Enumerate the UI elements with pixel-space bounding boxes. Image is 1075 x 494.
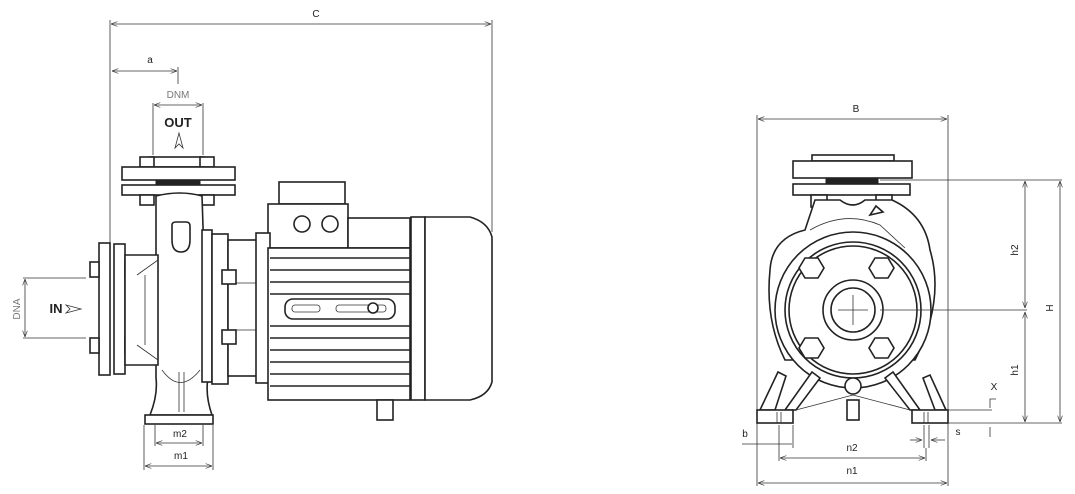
pump-volute-body [144,192,214,425]
dimension-c: C [109,9,493,248]
dim-label-m2: m2 [173,429,187,440]
dimension-h2: h2 [1010,181,1025,308]
dimension-m1: m1 [143,425,214,470]
rotation-arrow-icon [868,204,885,217]
dimension-b-offset: b [742,425,794,448]
dimension-a: a [112,55,179,84]
dim-label-s: s [956,427,961,438]
dimension-n1: n1 [756,425,949,486]
dimension-h-total: H [1045,181,1060,422]
dim-label-dnm: DNM [167,90,190,101]
inlet-label: IN [50,301,63,316]
dim-label-a: a [147,55,153,66]
pump-casing-front [756,199,949,424]
dim-label-x: X [991,382,998,393]
dimension-n2: n2 [778,425,927,461]
dim-label-n2: n2 [846,443,858,454]
side-view: C a DNM OUT [12,9,493,470]
dimension-x: X [948,382,998,437]
cooling-fins [270,257,410,387]
outlet-flow-arrow-icon [174,131,184,150]
dim-label-b-width: B [853,104,860,115]
outlet-label: OUT [164,115,192,130]
dimension-dnm: DNM [152,90,204,155]
flange-bolts [798,257,895,359]
dim-label-h-total: H [1045,304,1056,311]
dim-label-m1: m1 [174,451,188,462]
dim-label-c: C [312,9,319,20]
electric-motor [255,181,493,421]
bracket-flange [201,229,259,385]
dim-label-h1: h1 [1010,364,1021,376]
outlet-flange [121,156,236,206]
dimension-m2: m2 [154,425,204,446]
dimension-dna: DNA [12,277,86,339]
dimension-s: s [910,425,961,448]
inlet-flange [89,242,159,376]
dim-label-b-offset: b [742,429,748,440]
front-view: B [742,104,1062,486]
dim-label-n1: n1 [846,466,858,477]
outlet-flange-front [792,154,913,208]
dim-label-dna: DNA [12,298,23,319]
dimension-h1: h1 [1010,312,1025,422]
dimension-b-width: B [756,104,949,425]
dim-label-h2: h2 [1010,244,1021,256]
inlet-flow-arrow-icon [64,304,83,314]
